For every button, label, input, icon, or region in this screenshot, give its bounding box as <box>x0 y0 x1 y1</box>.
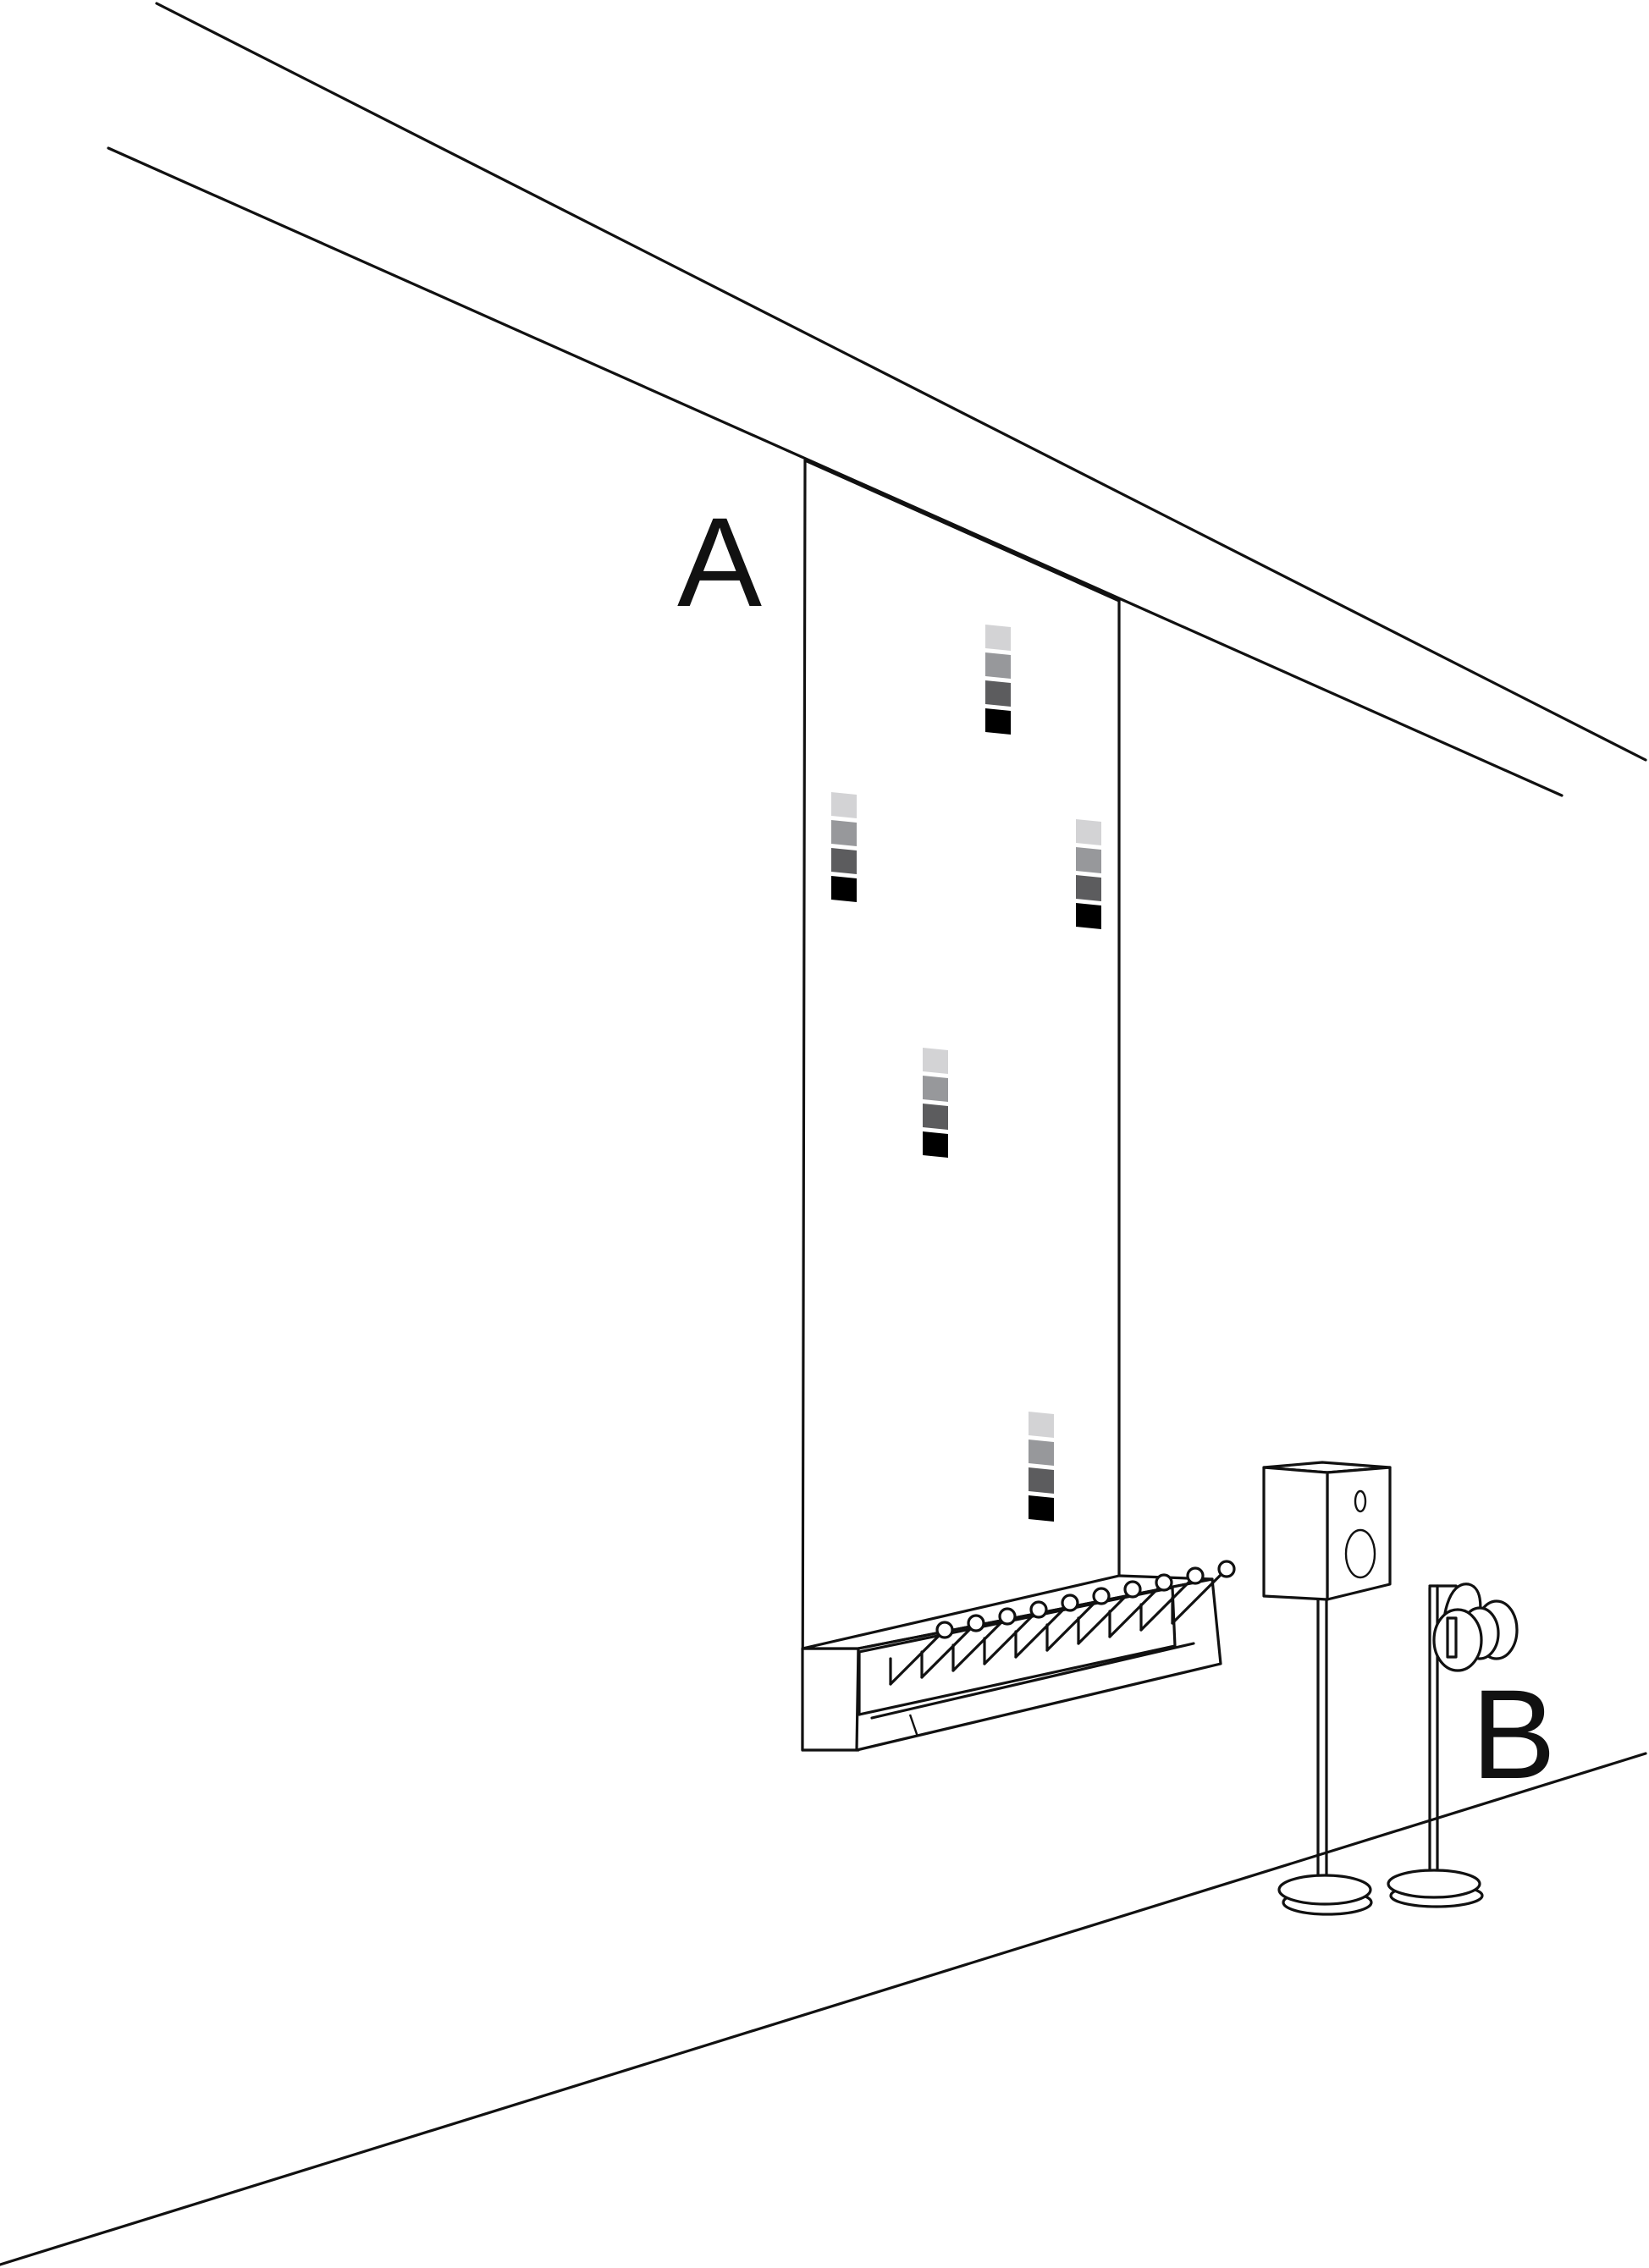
tray-front-face <box>801 1647 860 1752</box>
swatch-cell <box>923 1048 948 1074</box>
ball-rod <box>1045 1598 1100 1652</box>
ball-icon <box>1061 1594 1079 1612</box>
speaker-tweeter-icon <box>1354 1489 1367 1513</box>
speaker-base-top <box>1277 1874 1372 1906</box>
ball-rod <box>951 1618 1006 1672</box>
swatch-strip <box>831 792 857 902</box>
swatch-cell <box>831 820 857 846</box>
swatch-cell <box>1076 847 1101 873</box>
ball-rods <box>889 1560 1236 1686</box>
ball-icon <box>1155 1573 1173 1592</box>
swatch-strips <box>831 625 1101 1522</box>
swatch-strip <box>1076 819 1101 929</box>
swatch-cell <box>923 1131 948 1158</box>
ball-rod <box>889 1632 943 1686</box>
ball-rod <box>1108 1584 1162 1638</box>
swatch-cell <box>1076 819 1101 845</box>
swatch-cell <box>923 1104 948 1130</box>
swatch-cell <box>985 708 1011 735</box>
ball-rod <box>1014 1605 1068 1659</box>
floor-line <box>0 1752 1647 2266</box>
ball-icon <box>967 1614 985 1632</box>
ceiling-line-upper <box>155 2 1647 762</box>
speaker-front <box>1326 1466 1392 1601</box>
swatch-cell <box>985 652 1011 679</box>
ball-icon <box>1123 1580 1142 1599</box>
ball-rod <box>1077 1591 1131 1645</box>
swatch-cell <box>1076 875 1101 901</box>
speaker-woofer-icon <box>1344 1528 1376 1579</box>
swatch-cell <box>923 1076 948 1102</box>
panel-left-edge <box>801 459 807 1752</box>
ball-icon <box>1092 1587 1111 1605</box>
ball-icon <box>1029 1600 1048 1619</box>
ceiling-line-lower <box>107 146 1564 797</box>
speaker-on-stand <box>1262 1461 1392 1916</box>
swatch-cell <box>1076 903 1101 929</box>
swatch-cell <box>1029 1440 1054 1466</box>
swatch-cell <box>1029 1467 1054 1494</box>
swatch-cell <box>1029 1495 1054 1522</box>
swatch-strip <box>985 625 1011 735</box>
label-b: B <box>1471 1663 1556 1805</box>
swatch-cell <box>1029 1412 1054 1438</box>
headphone-stand <box>1387 1583 1519 1908</box>
hanging-panel <box>801 459 1121 1752</box>
ball-icon <box>935 1621 954 1639</box>
panel-top-edge <box>803 459 1121 603</box>
instrument-tray <box>801 1560 1236 1752</box>
stand-base-top <box>1387 1869 1481 1899</box>
ball-icon <box>1217 1560 1236 1578</box>
ball-rod <box>983 1611 1037 1665</box>
swatch-strip <box>923 1048 948 1158</box>
swatch-strip <box>1029 1412 1054 1522</box>
tray-rail <box>870 1642 1195 1720</box>
swatch-cell <box>831 876 857 902</box>
swatch-cell <box>831 792 857 818</box>
speaker-side <box>1262 1466 1329 1601</box>
ball-icon <box>1186 1566 1205 1585</box>
swatch-cell <box>831 848 857 874</box>
swatch-cell <box>985 680 1011 707</box>
ball-rod <box>920 1625 974 1679</box>
label-a: A <box>677 491 762 633</box>
headphone-clip <box>1446 1616 1458 1659</box>
ball-rod <box>1171 1571 1225 1625</box>
swatch-cell <box>985 625 1011 651</box>
headphone-earcup-front-icon <box>1432 1608 1483 1672</box>
tray-support <box>908 1714 919 1737</box>
ball-rod <box>1139 1577 1194 1632</box>
ball-icon <box>998 1607 1017 1626</box>
